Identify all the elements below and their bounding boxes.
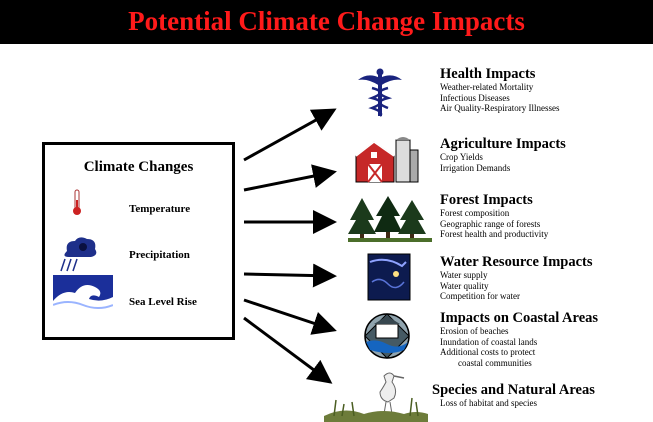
- storm-cloud-icon: [59, 233, 101, 273]
- impact-water: Water Resource Impacts Water supply Wate…: [440, 254, 593, 302]
- impact-forest-item: Forest health and productivity: [440, 229, 549, 239]
- trees-icon: [348, 196, 432, 242]
- impact-forest-item: Geographic range of forests: [440, 218, 541, 229]
- heron-icon: [324, 372, 428, 422]
- impact-health-title: Health Impacts: [440, 66, 536, 82]
- climate-item-precipitation: Precipitation: [129, 249, 190, 261]
- climate-item-sea-level-rise: Sea Level Rise: [129, 296, 197, 308]
- water-icon: [367, 253, 411, 301]
- coast-icon: [364, 313, 410, 359]
- thermometer-icon: [73, 189, 81, 215]
- impact-health-item: Weather-related Mortality: [440, 82, 534, 92]
- impact-health: Health Impacts Weather-related Mortality…: [440, 66, 559, 114]
- impact-forest: Forest Impacts Forest composition Geogra…: [440, 192, 548, 240]
- impact-water-item: Competition for water: [440, 291, 520, 301]
- impact-health-item: Air Quality-Respiratory Illnesses: [440, 103, 560, 113]
- impact-coastal-title: Impacts on Coastal Areas: [440, 310, 599, 326]
- impact-agriculture-item: Irrigation Demands: [440, 162, 511, 173]
- impact-coastal-item: Additional costs to protect: [440, 347, 536, 357]
- impact-species-item: Loss of habitat and species: [440, 398, 537, 408]
- impact-species-title: Species and Natural Areas: [432, 382, 595, 398]
- climate-changes-box: Climate Changes Temperature Precipitatio…: [42, 142, 235, 340]
- impact-water-item: Water quality: [440, 280, 489, 291]
- page-title: Potential Climate Change Impacts: [128, 6, 525, 36]
- barn-icon: [355, 137, 419, 183]
- climate-changes-heading: Climate Changes: [83, 159, 194, 175]
- impact-agriculture-title: Agriculture Impacts: [440, 136, 566, 152]
- impact-species: Species and Natural Areas Loss of habita…: [432, 382, 595, 409]
- impact-agriculture: Agriculture Impacts Crop Yields Irrigati…: [440, 136, 566, 173]
- impact-coastal-item: coastal communities: [458, 357, 532, 368]
- climate-item-temperature: Temperature: [129, 203, 191, 215]
- impact-forest-title: Forest Impacts: [440, 192, 533, 208]
- impact-health-item: Infectious Diseases: [440, 92, 510, 103]
- impact-agriculture-item: Crop Yields: [440, 152, 483, 162]
- impact-coastal-item: Erosion of beaches: [440, 326, 509, 336]
- wave-icon: [53, 275, 113, 311]
- caduceus-icon: [358, 68, 402, 117]
- impact-coastal-item: Inundation of coastal lands: [440, 336, 538, 347]
- impact-coastal: Impacts on Coastal Areas Erosion of beac…: [440, 310, 598, 368]
- impact-water-item: Water supply: [440, 270, 488, 280]
- impact-water-title: Water Resource Impacts: [440, 254, 593, 270]
- impact-forest-item: Forest composition: [440, 208, 510, 218]
